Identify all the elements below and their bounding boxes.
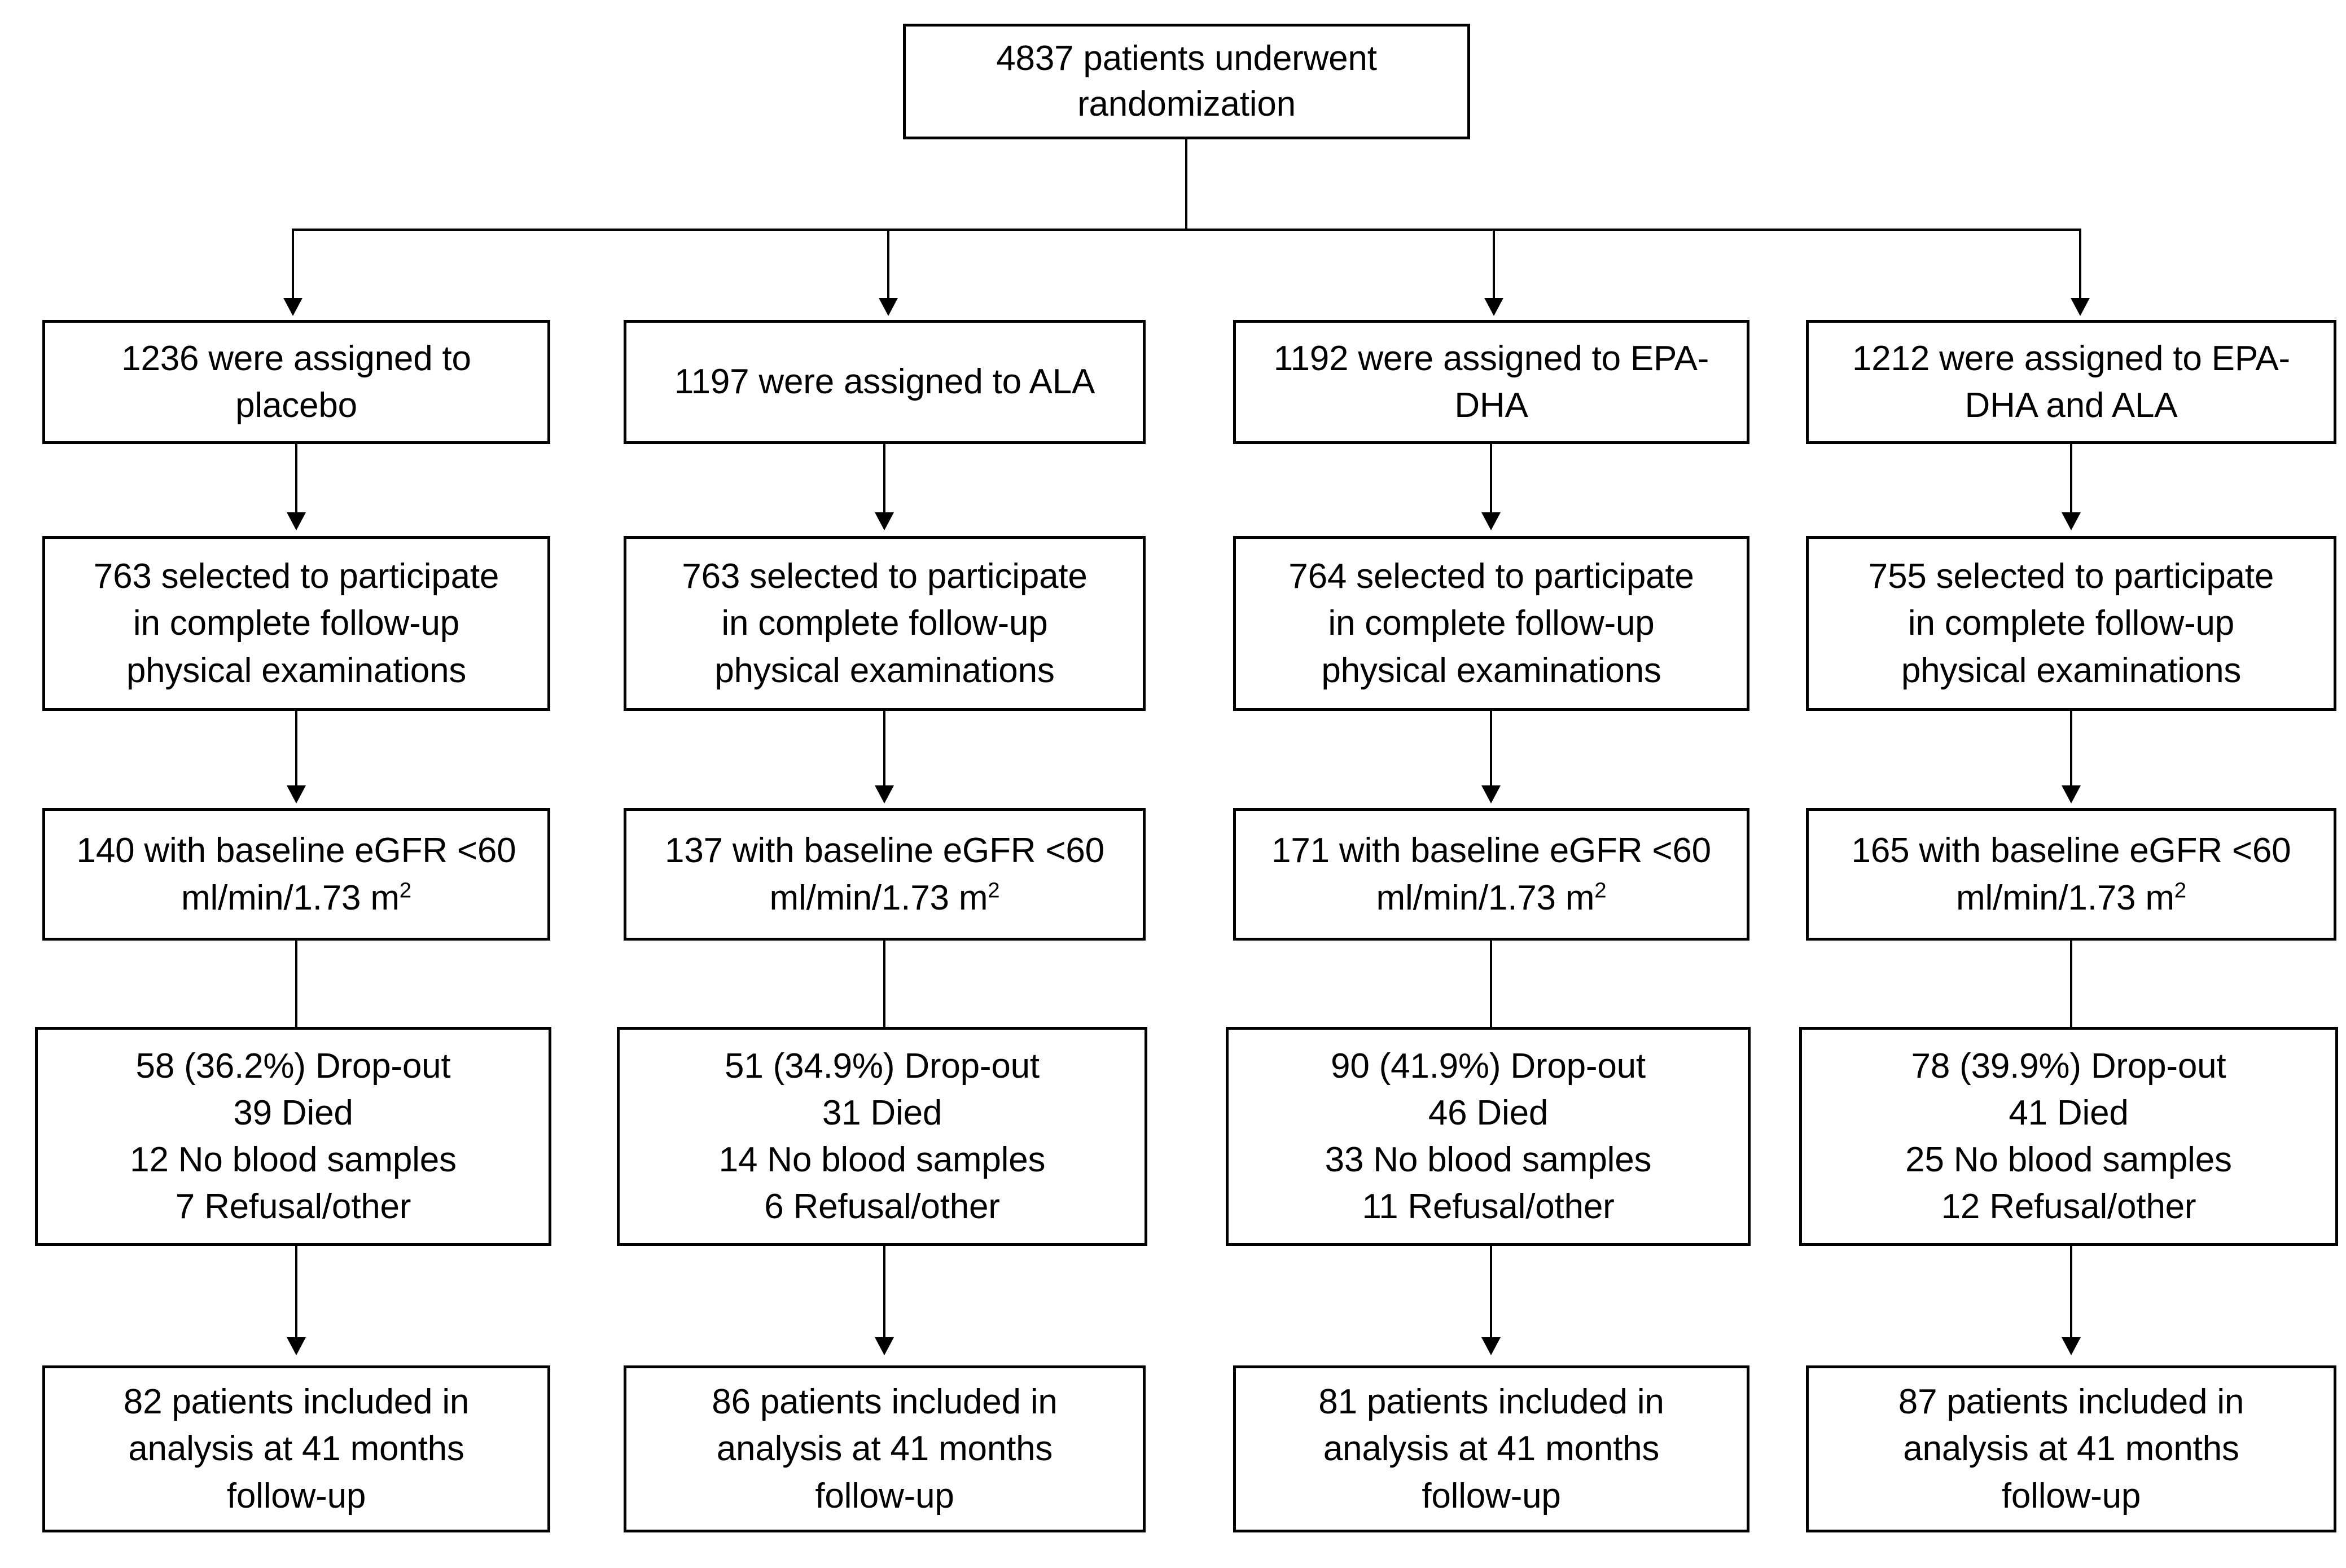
node-assigned-arm-2-label: 1197 were assigned to ALA [674,362,1095,402]
node-selected-arm-2-label: 763 selected to participate in complete … [682,557,1088,690]
node-egfr-arm-3-label: 171 with baseline eGFR <60 ml/min/1.73 m2 [1245,827,1738,921]
connector-line-arm-3-selected-to-egfr [1490,711,1492,790]
node-dropout-arm-2-label: 51 (34.9%) Drop-out 31 Died 14 No blood … [718,1046,1046,1227]
node-dropout-arm-3-label: 90 (41.9%) Drop-out 46 Died 33 No blood … [1325,1046,1652,1227]
node-dropout-arm-4: 78 (39.9%) Drop-out 41 Died 25 No blood … [1799,1027,2338,1246]
branch-line-arm-4 [2079,229,2081,302]
node-egfr-arm-4-label: 165 with baseline eGFR <60 ml/min/1.73 m2 [1818,827,2325,921]
node-selected-arm-3: 764 selected to participate in complete … [1233,536,1749,711]
node-egfr-arm-1: 140 with baseline eGFR <60 ml/min/1.73 m2 [42,808,550,941]
connector-arrow-arm-3-assigned-to-selected [1481,512,1501,530]
node-egfr-arm-4: 165 with baseline eGFR <60 ml/min/1.73 m2 [1806,808,2336,941]
branch-line-arm-2 [887,229,889,302]
node-egfr-arm-1-line2: ml/min/1.73 m [181,878,400,917]
root-stem-line [1185,139,1187,230]
node-randomization: 4837 patients underwent randomization [903,24,1470,139]
branch-arrow-arm-3 [1484,298,1503,316]
node-egfr-arm-4-line1: 165 with baseline eGFR <60 [1851,831,2291,871]
node-egfr-arm-3: 171 with baseline eGFR <60 ml/min/1.73 m2 [1233,808,1749,941]
connector-arrow-arm-2-dropout-to-analyzed [875,1337,894,1355]
node-dropout-arm-1-label: 58 (36.2%) Drop-out 39 Died 12 No blood … [130,1046,457,1227]
connector-line-arm-3-dropout-to-analyzed [1490,1246,1492,1342]
node-analyzed-arm-3-label: 81 patients included in analysis at 41 m… [1318,1382,1664,1516]
branch-line-arm-3 [1493,229,1495,302]
root-split-bar [292,229,2079,231]
connector-line-arm-1-assigned-to-selected [295,444,297,516]
node-assigned-arm-3-label: 1192 were assigned to EPA- DHA [1273,339,1709,425]
node-analyzed-arm-2-label: 86 patients included in analysis at 41 m… [712,1382,1058,1516]
node-analyzed-arm-1: 82 patients included in analysis at 41 m… [42,1365,550,1532]
connector-arrow-arm-3-selected-to-egfr [1481,785,1501,803]
branch-line-arm-1 [292,229,294,302]
node-egfr-arm-3-superscript: 2 [1594,877,1607,902]
node-assigned-arm-4: 1212 were assigned to EPA- DHA and ALA [1806,320,2336,444]
connector-arrow-arm-4-selected-to-egfr [2062,785,2081,803]
node-egfr-arm-4-line2: ml/min/1.73 m [1956,878,2174,917]
connector-line-arm-2-selected-to-egfr [883,711,885,790]
node-assigned-arm-2: 1197 were assigned to ALA [624,320,1146,444]
node-selected-arm-4-label: 755 selected to participate in complete … [1868,557,2274,690]
connector-line-arm-4-egfr-to-dropout [2070,941,2072,1028]
node-egfr-arm-4-superscript: 2 [2174,877,2186,902]
node-egfr-arm-1-line1: 140 with baseline eGFR <60 [76,831,516,871]
node-selected-arm-2: 763 selected to participate in complete … [624,536,1146,711]
node-dropout-arm-1: 58 (36.2%) Drop-out 39 Died 12 No blood … [35,1027,551,1246]
connector-line-arm-2-egfr-to-dropout [883,941,885,1028]
connector-arrow-arm-3-dropout-to-analyzed [1481,1337,1501,1355]
node-egfr-arm-3-line2: ml/min/1.73 m [1376,878,1595,917]
connector-line-arm-3-egfr-to-dropout [1490,941,1492,1028]
node-selected-arm-1: 763 selected to participate in complete … [42,536,550,711]
node-egfr-arm-2-label: 137 with baseline eGFR <60 ml/min/1.73 m2 [635,827,1134,921]
node-dropout-arm-3: 90 (41.9%) Drop-out 46 Died 33 No blood … [1226,1027,1751,1246]
connector-line-arm-2-dropout-to-analyzed [883,1246,885,1342]
node-egfr-arm-2-superscript: 2 [988,877,1000,902]
node-dropout-arm-4-label: 78 (39.9%) Drop-out 41 Died 25 No blood … [1905,1046,2232,1227]
connector-arrow-arm-1-dropout-to-analyzed [287,1337,306,1355]
node-analyzed-arm-3: 81 patients included in analysis at 41 m… [1233,1365,1749,1532]
connector-line-arm-1-selected-to-egfr [295,711,297,790]
node-egfr-arm-2: 137 with baseline eGFR <60 ml/min/1.73 m2 [624,808,1146,941]
connector-line-arm-4-selected-to-egfr [2070,711,2072,790]
node-assigned-arm-1-label: 1236 were assigned to placebo [121,339,471,425]
node-analyzed-arm-4: 87 patients included in analysis at 41 m… [1806,1365,2336,1532]
node-egfr-arm-2-line1: 137 with baseline eGFR <60 [665,831,1104,871]
connector-arrow-arm-4-dropout-to-analyzed [2062,1337,2081,1355]
connector-arrow-arm-1-selected-to-egfr [287,785,306,803]
connector-line-arm-1-dropout-to-analyzed [295,1246,297,1342]
node-selected-arm-4: 755 selected to participate in complete … [1806,536,2336,711]
node-analyzed-arm-1-label: 82 patients included in analysis at 41 m… [123,1382,470,1516]
node-dropout-arm-2: 51 (34.9%) Drop-out 31 Died 14 No blood … [617,1027,1147,1246]
node-egfr-arm-2-line2: ml/min/1.73 m [769,878,988,917]
connector-line-arm-3-assigned-to-selected [1490,444,1492,516]
node-selected-arm-1-label: 763 selected to participate in complete … [93,557,499,690]
connector-arrow-arm-4-assigned-to-selected [2062,512,2081,530]
connector-arrow-arm-1-assigned-to-selected [287,512,306,530]
node-analyzed-arm-4-label: 87 patients included in analysis at 41 m… [1898,1382,2244,1516]
node-randomization-label: 4837 patients underwent randomization [996,38,1377,124]
node-egfr-arm-1-superscript: 2 [399,877,411,902]
branch-arrow-arm-4 [2071,298,2090,316]
connector-line-arm-4-dropout-to-analyzed [2070,1246,2072,1342]
node-assigned-arm-3: 1192 were assigned to EPA- DHA [1233,320,1749,444]
branch-arrow-arm-1 [283,298,302,316]
branch-arrow-arm-2 [879,298,898,316]
node-egfr-arm-1-label: 140 with baseline eGFR <60 ml/min/1.73 m2 [54,827,538,921]
connector-arrow-arm-2-selected-to-egfr [875,785,894,803]
node-assigned-arm-4-label: 1212 were assigned to EPA- DHA and ALA [1852,339,2290,425]
connector-line-arm-4-assigned-to-selected [2070,444,2072,516]
node-analyzed-arm-2: 86 patients included in analysis at 41 m… [624,1365,1146,1532]
node-assigned-arm-1: 1236 were assigned to placebo [42,320,550,444]
connector-line-arm-2-assigned-to-selected [883,444,885,516]
node-selected-arm-3-label: 764 selected to participate in complete … [1288,557,1694,690]
node-egfr-arm-3-line1: 171 with baseline eGFR <60 [1271,831,1711,871]
connector-line-arm-1-egfr-to-dropout [295,941,297,1028]
connector-arrow-arm-2-assigned-to-selected [875,512,894,530]
